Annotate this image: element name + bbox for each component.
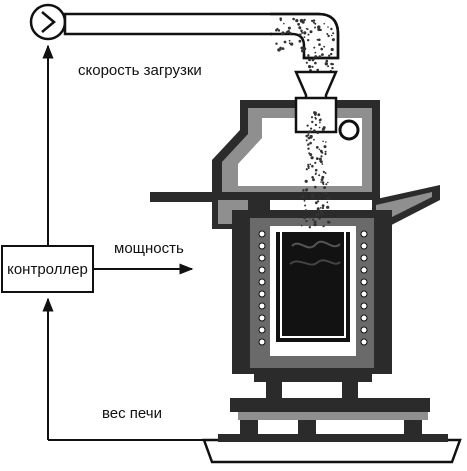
induction-coil-right [360, 230, 368, 346]
induction-coil-left [258, 230, 266, 346]
furnace-lid [212, 96, 380, 200]
crucible [232, 210, 392, 374]
feedback-lines [42, 44, 204, 441]
power-label: мощность [114, 240, 184, 257]
feed-rate-label: скорость загрузки [78, 62, 202, 79]
controller-box: контроллер [1, 245, 94, 293]
charge-stream [300, 111, 331, 229]
controller-label: контроллер [7, 260, 88, 278]
furnace-weight-label: вес печи [102, 405, 162, 422]
furnace-base [230, 372, 430, 434]
weighing-scale [202, 434, 462, 464]
feeder-icon [29, 3, 67, 41]
